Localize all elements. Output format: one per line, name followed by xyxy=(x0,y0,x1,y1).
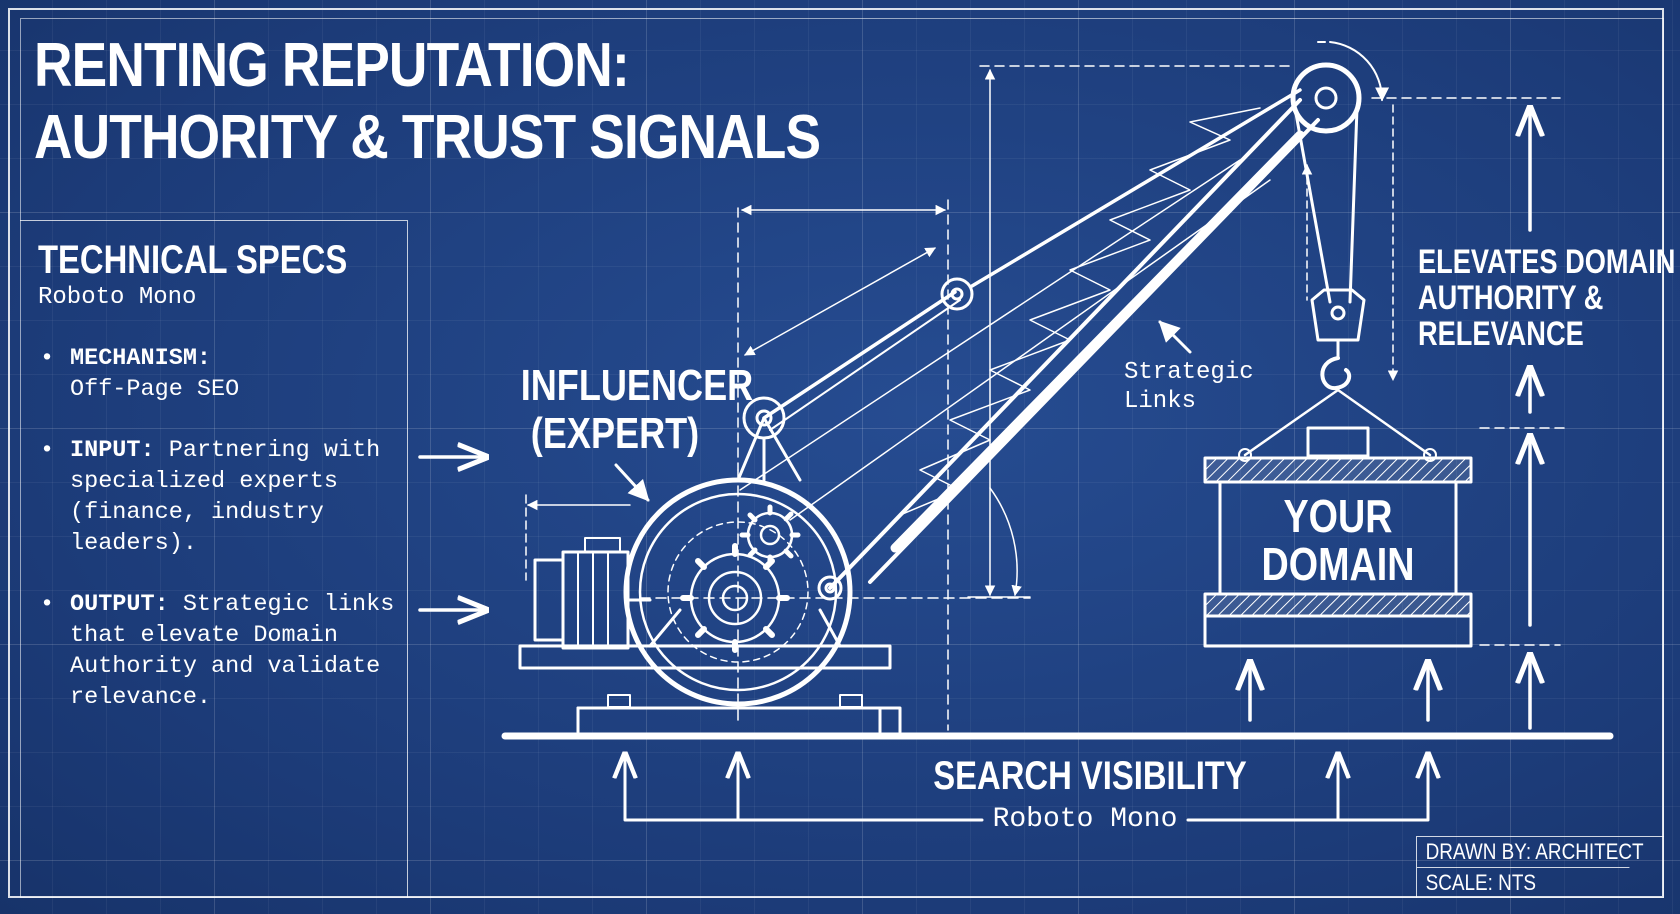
pulley-icon xyxy=(1290,41,1390,134)
spec-list: • MECHANISM: Off-Page SEO • INPUT: Partn… xyxy=(38,343,408,743)
search-font-note: Roboto Mono xyxy=(992,804,1178,835)
winch-base xyxy=(518,608,902,734)
scale: SCALE: NTS xyxy=(1417,867,1630,898)
elevates-line-1: ELEVATES DOMAIN xyxy=(1418,243,1676,281)
strategic-line-2: Links xyxy=(1124,388,1197,415)
influencer-line-1: INFLUENCER xyxy=(520,361,754,410)
technical-specs-panel: TECHNICAL SPECS Roboto Mono • MECHANISM:… xyxy=(20,220,408,898)
domain-line-2: DOMAIN xyxy=(1261,538,1415,590)
your-domain-label: YOUR DOMAIN xyxy=(1241,492,1435,588)
title-block: DRAWN BY: ARCHITECT SCALE: NTS xyxy=(1416,836,1664,898)
spec-key: OUTPUT: xyxy=(70,591,169,618)
elevation-arrows xyxy=(1250,108,1530,730)
specs-font-note: Roboto Mono xyxy=(38,284,197,311)
dimension-lines xyxy=(525,65,1566,731)
title-line-1: RENTING REPUTATION: xyxy=(34,31,630,100)
crane-boom xyxy=(817,98,1320,601)
influencer-line-2: (EXPERT) xyxy=(530,409,700,458)
inner-frame xyxy=(20,18,1664,898)
spec-value: Off-Page SEO xyxy=(70,376,240,403)
spec-item-input: • INPUT: Partnering with specialized exp… xyxy=(38,435,408,559)
domain-box xyxy=(1203,426,1473,648)
strategic-line-1: Strategic xyxy=(1124,359,1254,386)
visibility-arrows xyxy=(625,754,1428,822)
domain-line-1: YOUR xyxy=(1283,490,1393,542)
a-frame-mast xyxy=(736,396,802,482)
specs-heading: TECHNICAL SPECS xyxy=(38,238,348,282)
bullet-icon: • xyxy=(40,591,55,618)
bullet-icon: • xyxy=(40,437,55,464)
bullet-icon: • xyxy=(40,345,55,372)
elevates-label: ELEVATES DOMAIN AUTHORITY & RELEVANCE xyxy=(1418,244,1675,352)
elevates-line-2: AUTHORITY & xyxy=(1418,279,1604,317)
gear-icon xyxy=(680,504,801,653)
spec-value: Partnering with specialized experts (fin… xyxy=(70,437,381,557)
spec-item-mechanism: • MECHANISM: Off-Page SEO xyxy=(38,343,408,405)
elevates-line-3: RELEVANCE xyxy=(1418,315,1584,353)
influencer-label: INFLUENCER (EXPERT) xyxy=(520,361,754,458)
drawn-by: DRAWN BY: ARCHITECT xyxy=(1425,839,1644,864)
spec-item-output: • OUTPUT: Strategic links that elevate D… xyxy=(38,589,408,713)
spec-key: MECHANISM: xyxy=(70,345,212,372)
strategic-links-label: Strategic Links xyxy=(1124,358,1254,416)
hook-icon xyxy=(1310,288,1366,390)
spec-key: INPUT: xyxy=(70,437,155,464)
spec-value: Strategic links that elevate Domain Auth… xyxy=(70,591,395,711)
search-visibility-label: SEARCH VISIBILITY xyxy=(933,754,1247,798)
